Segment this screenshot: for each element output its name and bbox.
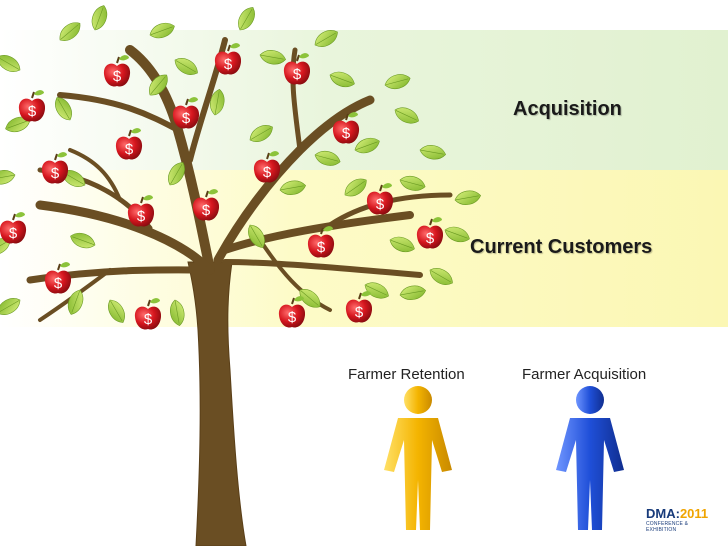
apple-dollar-sign: $ (51, 165, 60, 182)
apple-icon: $ (345, 291, 373, 323)
apple-dollar-sign: $ (144, 311, 153, 328)
dollar-apples: $ $ $ $ $ $ $ $ $ $ $ $ $ $ $ $ $ $ $ (0, 43, 444, 330)
apple-icon: $ (332, 112, 360, 144)
apple-icon: $ (115, 128, 143, 160)
apple-dollar-sign: $ (54, 275, 63, 292)
apple-dollar-sign: $ (9, 225, 18, 242)
apple-dollar-sign: $ (342, 125, 351, 142)
apple-dollar-sign: $ (224, 56, 233, 73)
apple-dollar-sign: $ (317, 239, 326, 256)
farmer-acquisition-label: Farmer Acquisition (522, 366, 647, 383)
apple-dollar-sign: $ (182, 110, 191, 127)
apple-dollar-sign: $ (137, 208, 146, 225)
apple-icon: $ (307, 226, 335, 258)
tree-trunk (187, 261, 247, 546)
apple-icon: $ (0, 212, 27, 244)
person-icon-retention (384, 386, 452, 530)
logo-year: 2011 (679, 506, 709, 521)
apple-dollar-sign: $ (125, 141, 134, 158)
acquisition-label: Acquisition (513, 98, 622, 120)
apple-icon: $ (172, 97, 200, 129)
dma-2011-logo: DMA:2011 CONFERENCE & EXHIBITION (646, 506, 718, 538)
apple-icon: $ (214, 43, 242, 75)
current-customers-label: Current Customers (470, 236, 653, 258)
apple-dollar-sign: $ (426, 230, 435, 247)
apple-icon: $ (366, 183, 394, 215)
apple-icon: $ (416, 217, 444, 249)
apple-icon: $ (134, 298, 162, 330)
apple-dollar-sign: $ (202, 202, 211, 219)
logo-tagline: CONFERENCE & EXHIBITION (646, 521, 689, 533)
apple-icon: $ (44, 262, 72, 294)
apple-icon: $ (192, 189, 220, 221)
apple-dollar-sign: $ (355, 304, 364, 321)
apple-dollar-sign: $ (28, 103, 37, 120)
person-icon-acquisition (556, 386, 624, 530)
apple-icon: $ (127, 195, 155, 227)
farmer-retention-label: Farmer Retention (348, 366, 465, 383)
apple-icon: $ (18, 90, 46, 122)
apple-dollar-sign: $ (288, 309, 297, 326)
apple-icon: $ (253, 151, 281, 183)
apple-dollar-sign: $ (376, 196, 385, 213)
tree-branches (26, 37, 453, 322)
apple-icon: $ (278, 296, 306, 328)
apple-dollar-sign: $ (293, 66, 302, 83)
apple-icon: $ (103, 55, 131, 87)
logo-brand: DMA (646, 506, 676, 521)
apple-dollar-sign: $ (263, 164, 272, 181)
apple-icon: $ (283, 53, 311, 85)
tree-leaves (0, 2, 483, 328)
apple-icon: $ (41, 152, 69, 184)
apple-dollar-sign: $ (113, 68, 122, 85)
